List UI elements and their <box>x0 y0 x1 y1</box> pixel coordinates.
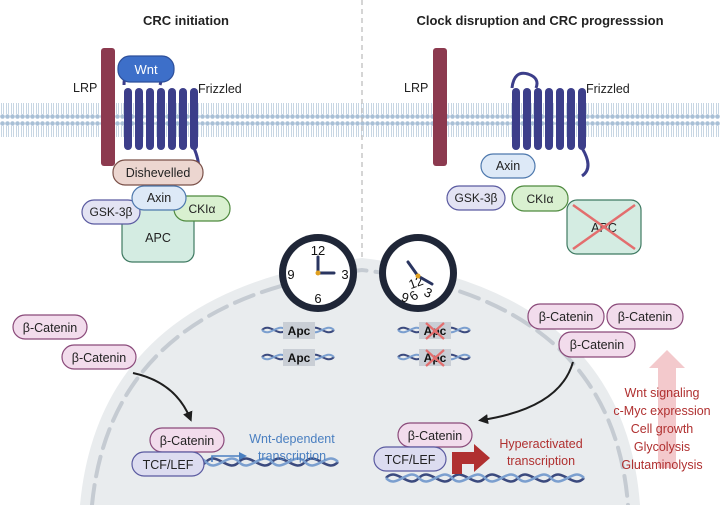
nuclear-envelope <box>90 267 630 505</box>
right-catenin-nuclear: β-Catenin <box>397 422 473 448</box>
right-axin-label: Axin <box>496 159 520 173</box>
left-apc: APC <box>121 207 195 263</box>
left-clock-9: 9 <box>287 267 294 282</box>
right-gene-apc-2: Apc <box>397 349 471 367</box>
left-translocation-arrow <box>132 372 193 422</box>
left-panel-title: CRC initiation <box>143 13 229 28</box>
left-apc-label: APC <box>145 231 171 245</box>
left-clock-12: 12 <box>311 243 325 258</box>
right-transcription-line-2: transcription <box>507 454 575 468</box>
left-wnt-ligand: Wnt <box>117 55 175 83</box>
right-panel-title: Clock disruption and CRC progresssion <box>416 13 663 28</box>
left-gene-apc-1: Apc <box>261 322 335 339</box>
left-transcription-line-2: transcription <box>258 449 326 463</box>
hyperactivated-arrow-icon <box>452 444 490 474</box>
upregulation-arrow-icon <box>649 350 685 468</box>
left-gsk3b-label: GSK-3β <box>90 205 133 219</box>
left-clock-3: 3 <box>341 267 348 282</box>
right-catenin-c: β-Catenin <box>558 331 636 358</box>
left-catenin-1: β-Catenin <box>12 314 88 340</box>
left-gene-apc-2-label: Apc <box>288 351 311 365</box>
left-catenin-nuclear-label: β-Catenin <box>160 434 214 448</box>
effect-glycolysis: Glycolysis <box>634 440 690 454</box>
right-clock-hand-1 <box>406 260 420 278</box>
left-wnt-label: Wnt <box>134 62 158 77</box>
left-gene-apc-1-label: Apc <box>288 324 311 338</box>
left-lrp <box>101 48 115 166</box>
left-catenin-1-label: β-Catenin <box>23 321 77 335</box>
left-dishevelled: Dishevelled <box>112 159 204 186</box>
right-apc-degraded: APC <box>566 199 642 255</box>
right-catenin-nuclear-label: β-Catenin <box>408 429 462 443</box>
left-dishevelled-label: Dishevelled <box>126 166 191 180</box>
left-frizzled-receptor <box>122 65 200 180</box>
right-frizzled-label: Frizzled <box>586 82 630 96</box>
effect-wnt-signaling: Wnt signaling <box>624 386 699 400</box>
left-cki-label: CKIα <box>189 202 216 216</box>
right-cki-label: CKIα <box>527 192 554 206</box>
left-gene-apc-2: Apc <box>261 349 335 366</box>
left-cki: CKIα <box>173 195 231 222</box>
left-clock: 12 3 6 9 <box>279 234 357 312</box>
left-gsk3b: GSK-3β <box>81 199 141 225</box>
left-clock-6: 6 <box>314 291 321 306</box>
right-effects-list: Wnt signaling c-Myc expression Cell grow… <box>613 386 710 472</box>
effect-cmyc-expression: c-Myc expression <box>613 404 710 418</box>
right-catenin-b-label: β-Catenin <box>618 310 672 324</box>
right-gsk3b-label: GSK-3β <box>455 191 498 205</box>
right-cki: CKIα <box>511 185 569 212</box>
left-transcription-arrow <box>211 452 247 462</box>
right-tcf-lef: TCF/LEF <box>373 446 447 472</box>
effect-cell-growth: Cell growth <box>631 422 694 436</box>
cell-membrane <box>0 98 720 138</box>
left-tcf-lef-label: TCF/LEF <box>143 458 194 472</box>
left-tcf-lef: TCF/LEF <box>131 451 205 477</box>
right-clock-9: 9 <box>400 289 411 305</box>
right-lrp-label: LRP <box>404 81 428 95</box>
right-catenin-a: β-Catenin <box>527 303 605 330</box>
right-catenin-c-label: β-Catenin <box>570 338 624 352</box>
right-catenin-a-label: β-Catenin <box>539 310 593 324</box>
left-catenin-2-label: β-Catenin <box>72 351 126 365</box>
right-gsk3b: GSK-3β <box>446 185 506 211</box>
left-axin-label: Axin <box>147 191 171 205</box>
left-catenin-nuclear: β-Catenin <box>149 427 225 453</box>
right-translocation-arrow <box>478 361 574 425</box>
left-transcription-line-1: Wnt-dependent <box>249 432 335 446</box>
right-clock-hand-2 <box>416 274 434 286</box>
right-gene-apc-1: Apc <box>397 322 471 340</box>
left-lrp-label: LRP <box>73 81 97 95</box>
right-axin: Axin <box>480 153 536 179</box>
right-transcription-line-1: Hyperactivated <box>499 437 582 451</box>
right-dna <box>385 473 585 483</box>
left-axin: Axin <box>131 185 187 211</box>
left-frizzled-label: Frizzled <box>198 82 242 96</box>
right-lrp <box>433 48 447 166</box>
left-catenin-2: β-Catenin <box>61 344 137 370</box>
right-catenin-b: β-Catenin <box>606 303 684 330</box>
right-tcf-lef-label: TCF/LEF <box>385 453 436 467</box>
effect-glutaminolysis: Glutaminolysis <box>621 458 702 472</box>
right-frizzled-receptor <box>510 71 590 178</box>
right-clock: 12 3 6 9 <box>379 234 457 312</box>
